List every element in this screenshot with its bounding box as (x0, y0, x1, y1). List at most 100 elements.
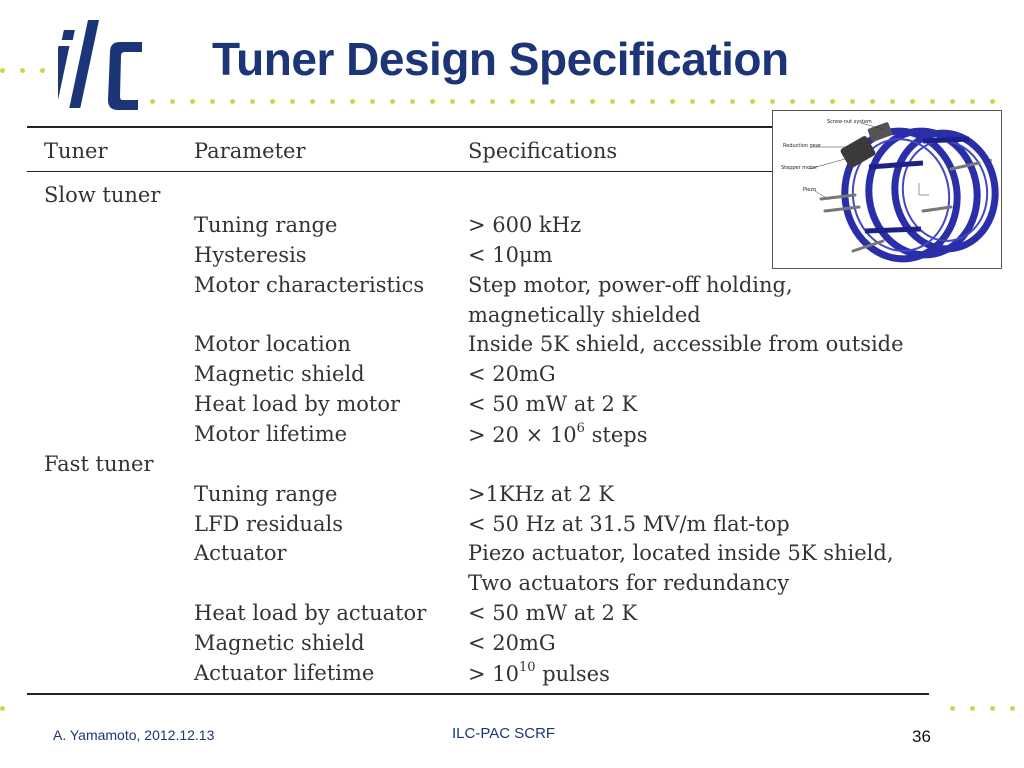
decorative-dot (630, 99, 635, 104)
decorative-dot (590, 99, 595, 104)
decorative-dot (550, 99, 555, 104)
decorative-dot (0, 706, 5, 711)
spec-cell: < 50 Hz at 31.5 MV/m flat-top (468, 512, 790, 536)
spec-cell: < 20mG (468, 631, 556, 655)
top-left-dots (0, 68, 60, 74)
decorative-dot (370, 99, 375, 104)
spec-cell: < 50 mW at 2 K (468, 392, 638, 416)
decorative-dot (430, 99, 435, 104)
spec-cell: Inside 5K shield, accessible from outsid… (468, 332, 904, 356)
spec-cell: < 50 mW at 2 K (468, 601, 638, 625)
decorative-dot (350, 99, 355, 104)
footer-dot-left (0, 706, 20, 712)
param-cell: Motor characteristics (194, 273, 425, 297)
group-slow-tuner: Slow tuner (44, 183, 161, 207)
decorative-dot (40, 68, 45, 73)
table-header-rule (27, 171, 929, 172)
label-piezo: Piezo (803, 187, 816, 193)
decorative-dot (950, 99, 955, 104)
decorative-dot (950, 706, 955, 711)
decorative-dot (810, 99, 815, 104)
spec-tail: pulses (535, 662, 610, 686)
header-tuner: Tuner (44, 139, 108, 163)
decorative-dot (570, 99, 575, 104)
spec-exponent: 6 (576, 421, 585, 436)
param-cell: Magnetic shield (194, 631, 365, 655)
decorative-dot (210, 99, 215, 104)
spec-exponent: 10 (519, 660, 536, 675)
spec-cell: Step motor, power-off holding, (468, 273, 793, 297)
decorative-dot (390, 99, 395, 104)
decorative-dot (750, 99, 755, 104)
param-cell: Magnetic shield (194, 362, 365, 386)
spec-base: > 20 × 10 (468, 423, 577, 447)
header-parameter: Parameter (194, 139, 306, 163)
param-cell: Heat load by motor (194, 392, 401, 416)
decorative-dot (270, 99, 275, 104)
footer-event: ILC-PAC SCRF (452, 725, 556, 742)
decorative-dot (610, 99, 615, 104)
decorative-dot (470, 99, 475, 104)
tuner-illustration: Screw-nut system Reduction gear Stepper … (772, 110, 1002, 269)
decorative-dot (870, 99, 875, 104)
param-cell: Hysteresis (194, 243, 307, 267)
param-cell: Tuning range (194, 482, 338, 506)
spec-cell: > 1010 pulses (468, 660, 610, 686)
spec-cell: > 20 × 106 steps (468, 421, 648, 447)
spec-cell: < 20mG (468, 362, 556, 386)
decorative-dot (650, 99, 655, 104)
label-axis: P (989, 159, 992, 165)
decorative-dot (730, 99, 735, 104)
footer-author-date: A. Yamamoto, 2012.12.13 (53, 727, 215, 743)
param-cell: Actuator (194, 541, 287, 565)
spec-cell-continued: magnetically shielded (468, 303, 701, 327)
decorative-dot (230, 99, 235, 104)
decorative-dot (790, 99, 795, 104)
decorative-dot (990, 99, 995, 104)
spec-cell: >1KHz at 2 K (468, 482, 615, 506)
param-cell: LFD residuals (194, 512, 343, 536)
decorative-dot (190, 99, 195, 104)
label-stepper-motor: Stepper motor (781, 165, 818, 171)
decorative-dot (150, 99, 155, 104)
header-dot-rule (150, 99, 1000, 105)
decorative-dot (770, 99, 775, 104)
decorative-dot (1010, 706, 1015, 711)
decorative-dot (250, 99, 255, 104)
decorative-dot (710, 99, 715, 104)
decorative-dot (670, 99, 675, 104)
param-cell: Motor lifetime (194, 422, 348, 446)
spec-cell: > 600 kHz (468, 213, 582, 237)
decorative-dot (830, 99, 835, 104)
param-cell: Tuning range (194, 213, 338, 237)
spec-cell: Piezo actuator, located inside 5K shield… (468, 541, 894, 565)
decorative-dot (970, 99, 975, 104)
decorative-dot (0, 68, 5, 73)
decorative-dot (690, 99, 695, 104)
table-bottom-rule (27, 693, 929, 695)
spec-base: > 10 (468, 662, 519, 686)
decorative-dot (310, 99, 315, 104)
decorative-dot (530, 99, 535, 104)
header-specifications: Specifications (468, 139, 618, 163)
decorative-dot (930, 99, 935, 104)
label-reduction-gear: Reduction gear (783, 143, 822, 149)
decorative-dot (450, 99, 455, 104)
decorative-dot (290, 99, 295, 104)
page-number: 36 (912, 727, 931, 746)
decorative-dot (170, 99, 175, 104)
decorative-dot (990, 706, 995, 711)
param-cell: Heat load by actuator (194, 601, 427, 625)
slide-title: Tuner Design Specification (212, 33, 789, 85)
spec-tail: steps (584, 423, 648, 447)
decorative-dot (890, 99, 895, 104)
decorative-dot (970, 706, 975, 711)
footer-dot-right (950, 706, 1024, 712)
decorative-dot (330, 99, 335, 104)
ilc-logo (58, 20, 142, 110)
group-fast-tuner: Fast tuner (44, 452, 154, 476)
spec-cell: < 10μm (468, 243, 553, 267)
decorative-dot (510, 99, 515, 104)
table-top-rule (27, 126, 929, 128)
label-screw-nut: Screw-nut system (827, 119, 872, 125)
